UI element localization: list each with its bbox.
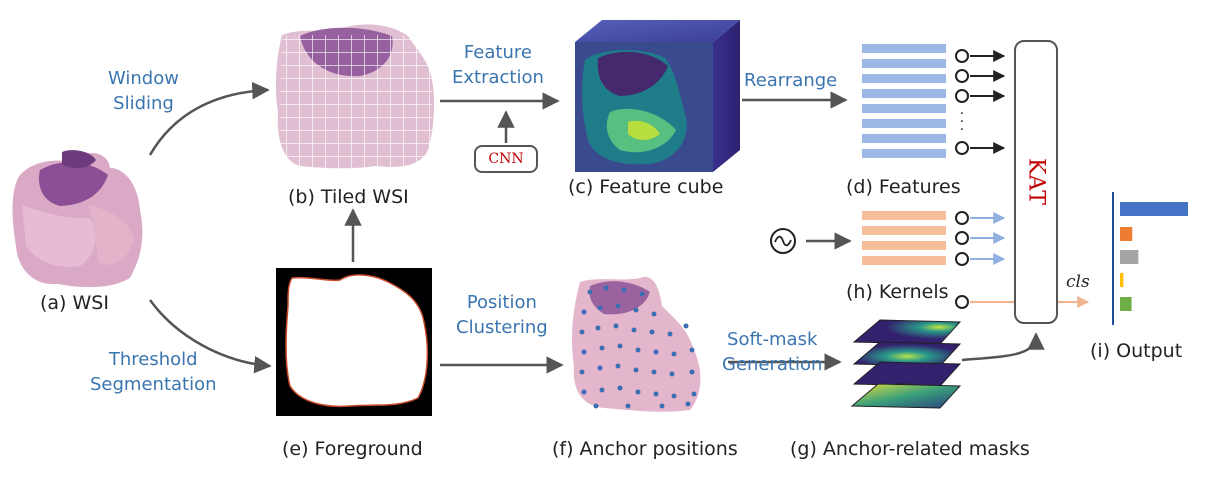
tiled-wsi xyxy=(275,24,435,169)
anchor-masks-stack xyxy=(850,319,962,409)
kernel-bars xyxy=(862,211,946,265)
random-init-icon xyxy=(770,228,796,254)
feature-cube xyxy=(575,20,740,172)
output-bar-4 xyxy=(1120,273,1124,287)
foreground-mask xyxy=(276,268,432,416)
wsi-thumbnail xyxy=(12,150,143,288)
feature-token-circles xyxy=(955,49,1006,155)
feature-bars xyxy=(862,44,946,158)
kernel-token-circles xyxy=(955,211,1006,266)
output-bar-3 xyxy=(1120,250,1139,264)
output-bar-5 xyxy=(1120,297,1132,311)
output-bar-2 xyxy=(1120,227,1133,241)
output-bars xyxy=(1120,202,1188,311)
cls-token-circle xyxy=(955,295,969,309)
anchor-dots xyxy=(579,285,697,409)
output-bar-1 xyxy=(1120,202,1188,216)
